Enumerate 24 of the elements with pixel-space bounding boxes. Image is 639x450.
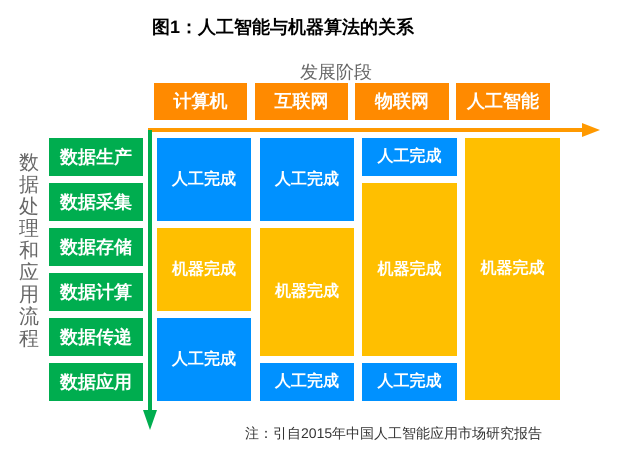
process-step-box: 数据存储 bbox=[49, 228, 143, 266]
source-note: 注：引自2015年中国人工智能应用市场研究报告 bbox=[245, 424, 542, 443]
vertical-axis-label: 数据处理和应用流程 bbox=[19, 152, 39, 350]
diagram-title: 图1：人工智能与机器算法的关系 bbox=[152, 16, 414, 39]
machine-task-block: 机器完成 bbox=[157, 228, 251, 311]
stage-header: 物联网 bbox=[355, 83, 449, 120]
machine-task-block: 机器完成 bbox=[465, 138, 560, 400]
machine-task-block: 机器完成 bbox=[362, 183, 457, 356]
axis-label: 发展阶段 bbox=[300, 61, 372, 84]
process-step-box: 数据传递 bbox=[49, 318, 143, 356]
stage-header: 人工智能 bbox=[456, 83, 550, 120]
manual-task-block: 人工完成 bbox=[260, 138, 354, 221]
manual-task-block: 人工完成 bbox=[157, 318, 251, 401]
manual-task-block: 人工完成 bbox=[362, 363, 457, 401]
process-step-box: 数据生产 bbox=[49, 138, 143, 176]
stage-header: 互联网 bbox=[255, 83, 348, 120]
process-step-box: 数据采集 bbox=[49, 183, 143, 221]
process-step-box: 数据应用 bbox=[49, 363, 143, 401]
manual-task-block: 人工完成 bbox=[157, 138, 251, 221]
manual-task-block: 人工完成 bbox=[260, 363, 354, 401]
process-step-box: 数据计算 bbox=[49, 273, 143, 311]
stage-header: 计算机 bbox=[154, 83, 247, 120]
machine-task-block: 机器完成 bbox=[260, 228, 354, 356]
manual-task-block: 人工完成 bbox=[362, 138, 457, 176]
